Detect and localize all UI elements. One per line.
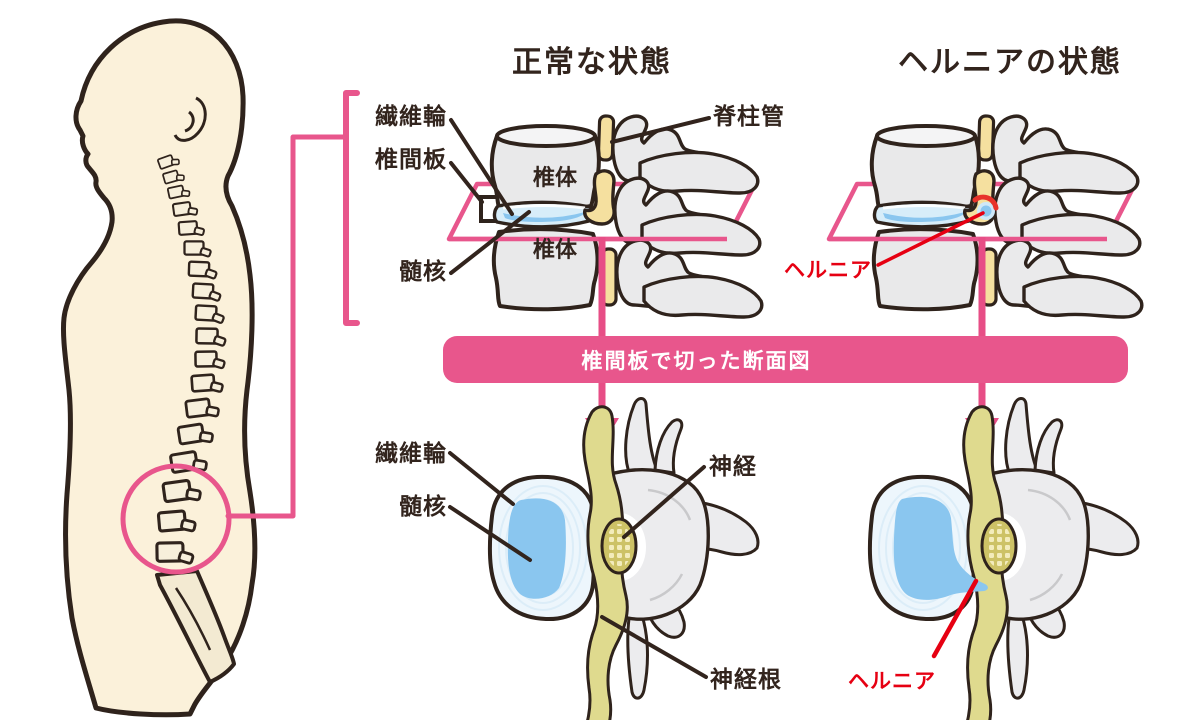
spine-illustration — [155, 151, 236, 684]
banner-text: 椎間板で切った断面図 — [581, 349, 812, 373]
sacrum — [155, 569, 236, 684]
label-annulus-bottom: 繊維輪 — [375, 440, 447, 466]
label-nucleus-top: 髄核 — [399, 258, 447, 284]
leader-lines — [448, 116, 711, 679]
ear-icon — [173, 96, 207, 142]
body-silhouette — [60, 18, 360, 718]
nucleus-normal — [507, 498, 566, 599]
title-hernia-state: ヘルニアの状態 — [898, 46, 1122, 79]
label-nerve-root: 神経根 — [710, 666, 782, 692]
normal-side-view-diagram — [492, 116, 762, 317]
nucleus-herniated — [893, 496, 988, 600]
label-annulus-top: 繊維輪 — [375, 103, 447, 129]
disc-span-bracket — [479, 195, 497, 223]
lumbar-highlight-circle — [120, 463, 232, 575]
label-spinal-canal: 脊柱管 — [713, 103, 785, 129]
label-vertebral-body-lower: 椎体 — [533, 237, 578, 262]
label-hernia-side-view: ヘルニア — [784, 259, 872, 282]
title-normal-state: 正常な状態 — [512, 46, 672, 79]
label-vertebral-body-upper: 椎体 — [533, 165, 578, 190]
normal-cross-section-diagram — [487, 396, 760, 720]
hernia-cross-section-diagram — [867, 396, 1140, 720]
label-nucleus-bottom: 髄核 — [399, 493, 447, 519]
section-banner: 椎間板で切った断面図 — [443, 336, 1128, 383]
label-hernia-cross-section: ヘルニア — [848, 670, 936, 693]
label-nerve: 神経 — [709, 453, 757, 479]
hernia-side-view-diagram — [872, 116, 1142, 317]
zoom-bracket — [343, 90, 360, 326]
zoom-connector-line — [225, 134, 347, 519]
inflammation-mark — [972, 194, 999, 211]
hernia-leader-lines — [876, 211, 985, 659]
label-disc: 椎間板 — [375, 146, 447, 172]
